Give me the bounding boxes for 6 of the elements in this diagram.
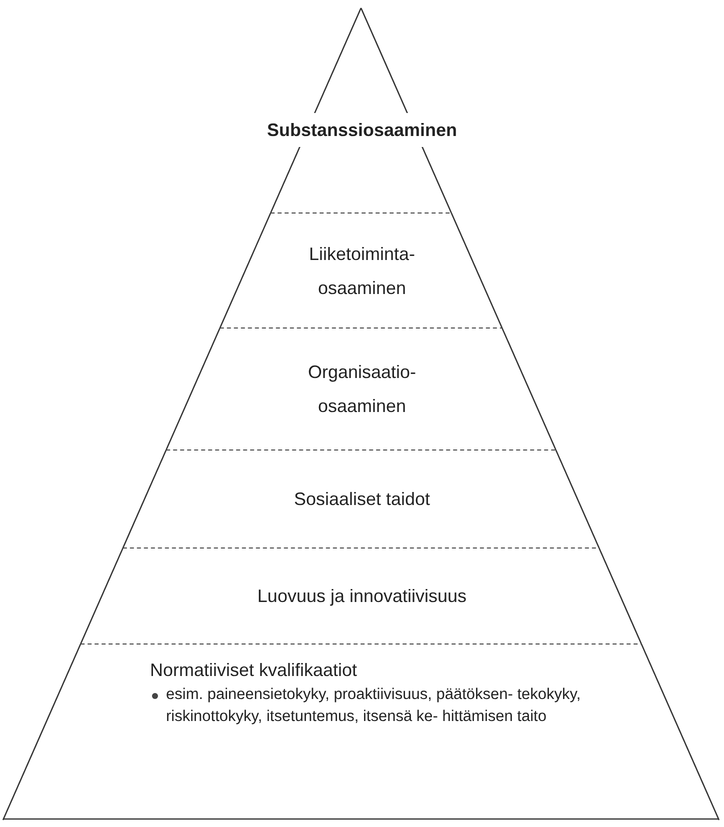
level-label: Organisaatio- osaaminen — [306, 361, 418, 418]
bullet-text: esim. paineensietokyky, proaktiivisuus, päätöksen- tekokyky, riskinottokyky, itsetuntemus, itsensä ke- hittämisen taito — [150, 684, 666, 728]
level-label: Luovuus ja innovatiivisuus — [257, 585, 467, 608]
level-label: Normatiiviset kvalifikaatiot — [150, 659, 358, 682]
level-label: Sosiaaliset taidot — [294, 488, 430, 511]
level-label: Liiketoiminta- osaaminen — [308, 242, 416, 300]
